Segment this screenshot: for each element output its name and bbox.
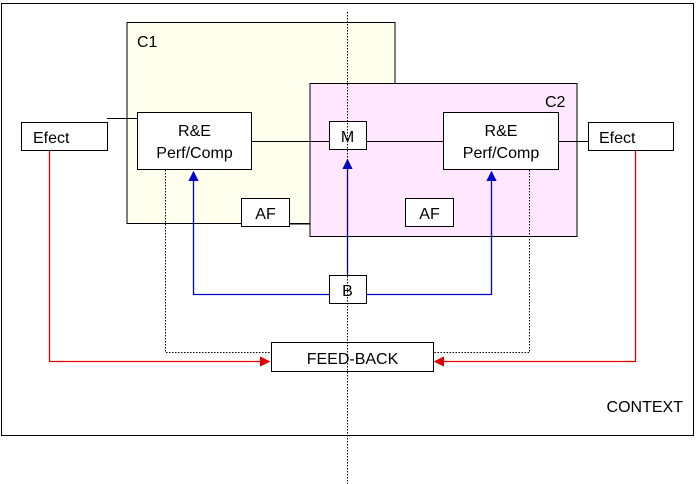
re-left-box[interactable]: R&E Perf/Comp <box>137 112 252 170</box>
feedback-box[interactable]: FEED-BACK <box>271 342 434 372</box>
re-right-line2: Perf/Comp <box>463 145 540 162</box>
feedback-label: FEED-BACK <box>307 351 399 368</box>
efect-left-label: Efect <box>33 130 70 147</box>
blue-b-re-left <box>188 170 329 296</box>
af-right-label: AF <box>419 206 440 223</box>
context-label: CONTEXT <box>607 399 684 416</box>
af-left-box[interactable]: AF <box>241 198 290 227</box>
m-label: M <box>341 129 354 146</box>
af-right-box[interactable]: AF <box>405 198 454 227</box>
efect-left-box[interactable]: Efect <box>21 122 108 151</box>
efect-right-box[interactable]: Efect <box>588 122 674 151</box>
re-left-line2: Perf/Comp <box>156 145 233 162</box>
red-efect-right-feedback <box>433 151 637 367</box>
re-right-line1: R&E <box>485 123 518 140</box>
af-left-label: AF <box>255 206 276 223</box>
dotted-re-left-feedback <box>165 170 271 353</box>
efect-right-label: Efect <box>599 130 636 147</box>
c1-label: C1 <box>137 34 158 51</box>
re-right-box[interactable]: R&E Perf/Comp <box>443 112 559 170</box>
c2-label: C2 <box>545 94 566 111</box>
blue-b-re-right <box>366 170 497 296</box>
red-efect-left-feedback <box>48 151 271 367</box>
dotted-re-right-feedback <box>433 170 530 353</box>
re-left-line1: R&E <box>178 123 211 140</box>
